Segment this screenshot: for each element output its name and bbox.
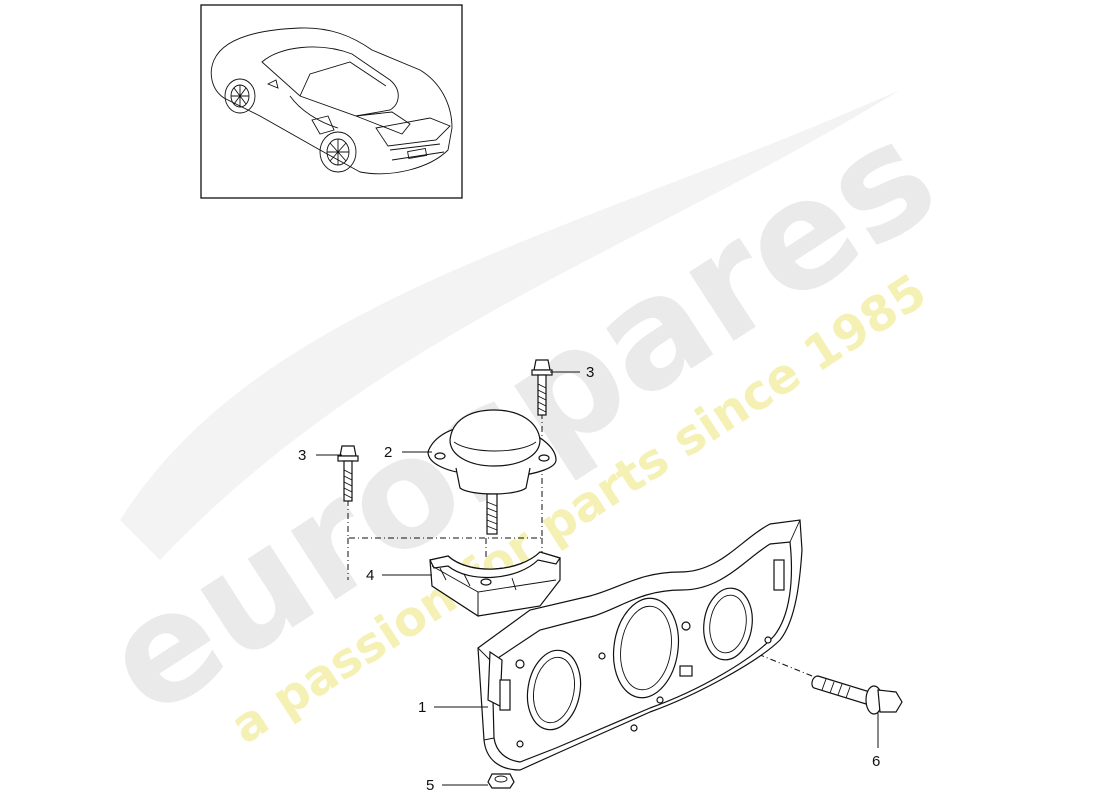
transmission-carrier-bracket: [477, 519, 803, 771]
porsche-911-turbo-car-icon: [210, 27, 453, 175]
watermark-swoosh: [120, 90, 900, 560]
nut: [487, 773, 515, 789]
callout-4: 4: [366, 567, 374, 584]
callout-3-left: 3: [298, 447, 306, 464]
callout-labels: 3 2 3 4 1 6 5: [298, 364, 880, 794]
leader-lines: [316, 371, 879, 786]
hex-bolt-right: [531, 359, 553, 416]
callout-1: 1: [418, 699, 426, 716]
mount-support-bracket: [429, 551, 561, 617]
transmission-mount: [427, 409, 557, 535]
callout-5: 5: [426, 777, 434, 794]
flange-bolt: [811, 675, 903, 715]
callout-6: 6: [872, 753, 880, 770]
car-thumbnail: [200, 4, 463, 199]
callout-2: 2: [384, 444, 392, 461]
callout-3-right: 3: [586, 364, 594, 381]
hex-bolt-left: [337, 445, 359, 502]
